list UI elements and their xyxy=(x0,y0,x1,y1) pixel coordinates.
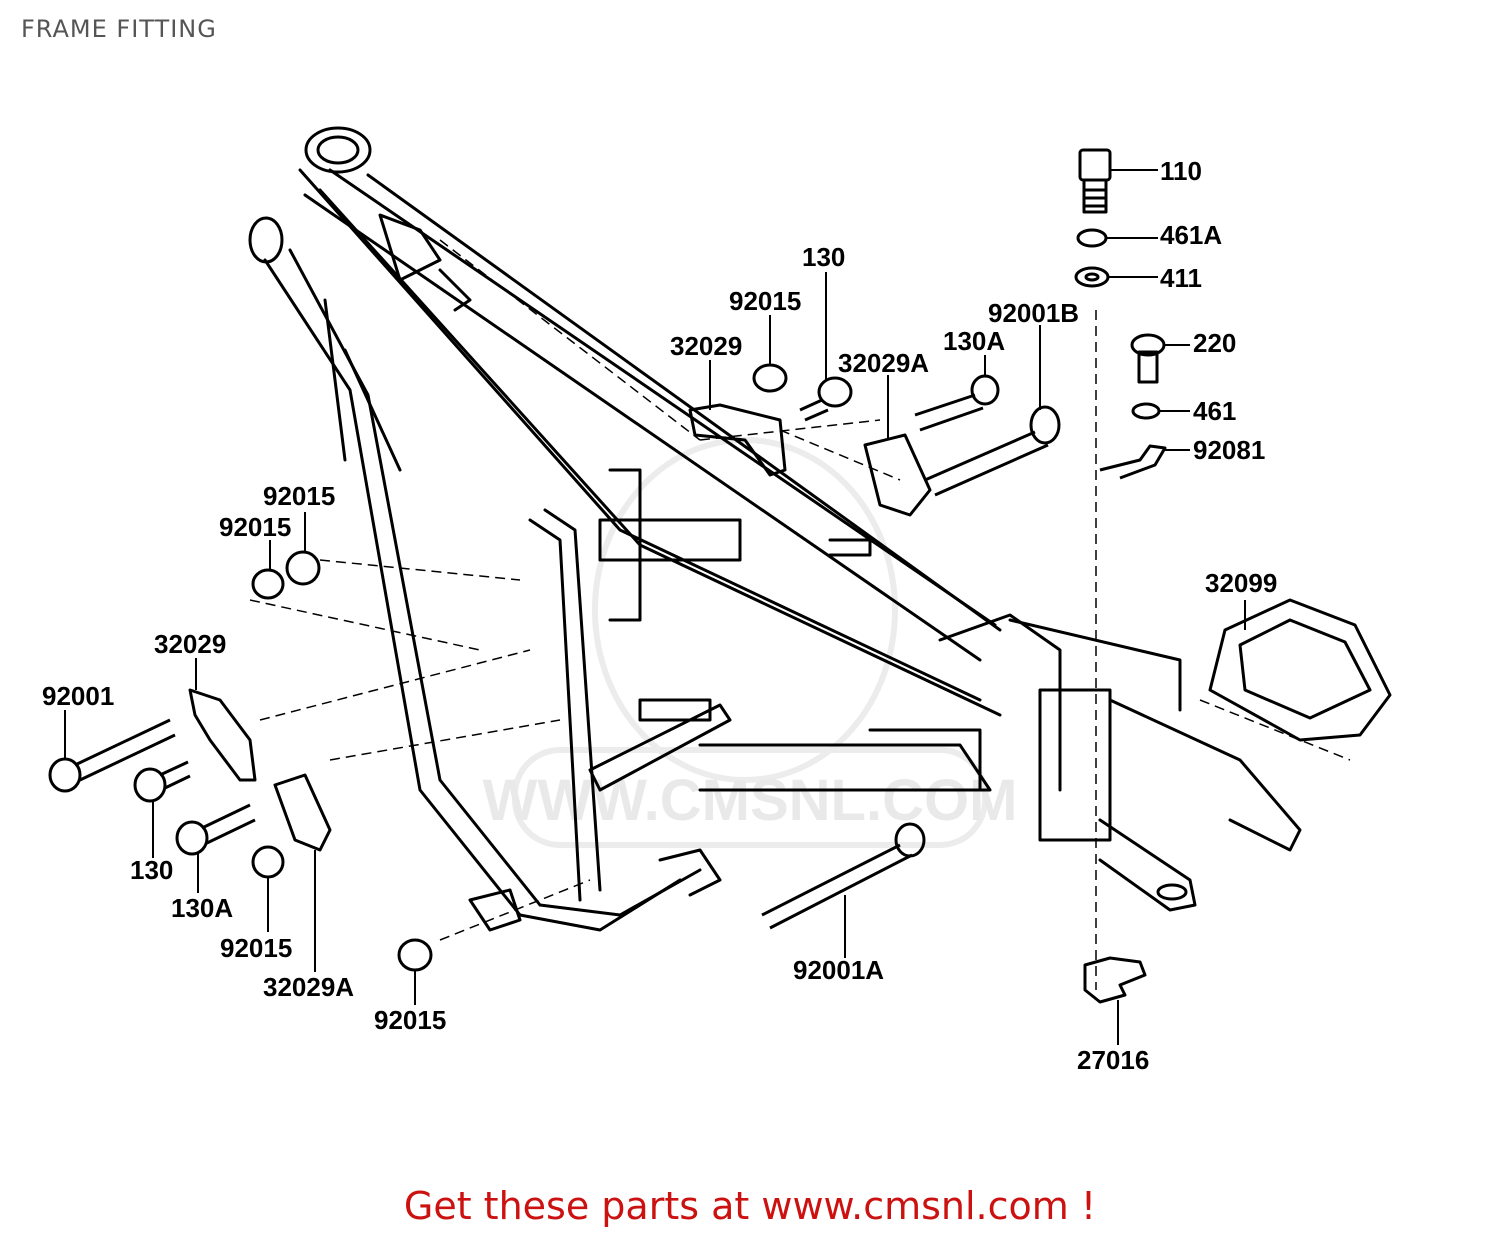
label-461: 461 xyxy=(1193,396,1236,426)
bracket-32029-left xyxy=(188,688,257,782)
label-32029A-left: 32029A xyxy=(263,972,354,1002)
bracket-92081 xyxy=(1099,444,1167,480)
label-130-left: 130 xyxy=(130,855,173,885)
label-92015-top: 92015 xyxy=(729,286,801,316)
part-labels: 110 461A 411 220 461 92081 32099 92001B … xyxy=(42,156,1277,1075)
watermark-text: WWW.CMSNL.COM xyxy=(483,768,1018,833)
label-27016: 27016 xyxy=(1077,1045,1149,1075)
label-32029-top: 32029 xyxy=(670,331,742,361)
hardware-parts xyxy=(48,148,1392,1004)
bolt-220 xyxy=(1130,333,1166,384)
label-130-top: 130 xyxy=(802,242,845,272)
label-92015-d: 92015 xyxy=(374,1005,446,1035)
frame-body xyxy=(248,126,1302,932)
clip-27016 xyxy=(1083,956,1147,1004)
label-130A-top: 130A xyxy=(943,326,1005,356)
label-461A: 461A xyxy=(1160,220,1222,250)
washer-461 xyxy=(1131,402,1161,420)
label-220: 220 xyxy=(1193,328,1236,358)
washer-461A xyxy=(1076,228,1108,248)
bolt-110 xyxy=(1078,148,1112,214)
leader-lines xyxy=(249,239,1351,990)
label-110: 110 xyxy=(1160,156,1202,186)
label-32029A-top: 32029A xyxy=(838,348,929,378)
label-92015-c: 92015 xyxy=(220,933,292,963)
bolt-130A-left xyxy=(175,803,256,856)
nut-92015-d xyxy=(397,938,433,972)
label-130A-left: 130A xyxy=(171,893,233,923)
nut-92015-b xyxy=(251,568,285,600)
label-32099: 32099 xyxy=(1205,568,1277,598)
plate-32029A-top xyxy=(863,433,932,517)
bolt-92001B xyxy=(924,405,1061,497)
bolt-130-top xyxy=(799,376,853,422)
nut-92015-top xyxy=(752,363,788,393)
label-92081: 92081 xyxy=(1193,435,1265,465)
nut-92015-a xyxy=(285,550,321,586)
bolt-92001 xyxy=(48,718,176,793)
tray-32099 xyxy=(1208,598,1392,742)
bracket-32029-top xyxy=(688,403,787,477)
bolt-130A-top xyxy=(914,374,1000,432)
label-411: 411 xyxy=(1160,263,1202,293)
footer-link-text[interactable]: Get these parts at www.cmsnl.com ! xyxy=(403,1184,1097,1228)
bolt-130-left xyxy=(133,760,191,803)
label-92001B: 92001B xyxy=(988,298,1079,328)
washer-411 xyxy=(1074,266,1110,288)
page-title: FRAME FITTING xyxy=(21,15,217,43)
label-leaders xyxy=(64,169,1246,1045)
bolt-92001A xyxy=(761,822,926,930)
label-92001A: 92001A xyxy=(793,955,884,985)
label-92015-a: 92015 xyxy=(263,481,335,511)
nut-92015-c xyxy=(251,845,285,879)
label-32029-left: 32029 xyxy=(154,629,226,659)
label-92001: 92001 xyxy=(42,681,114,711)
label-92015-b: 92015 xyxy=(219,512,291,542)
plate-32029A-left xyxy=(273,773,332,852)
